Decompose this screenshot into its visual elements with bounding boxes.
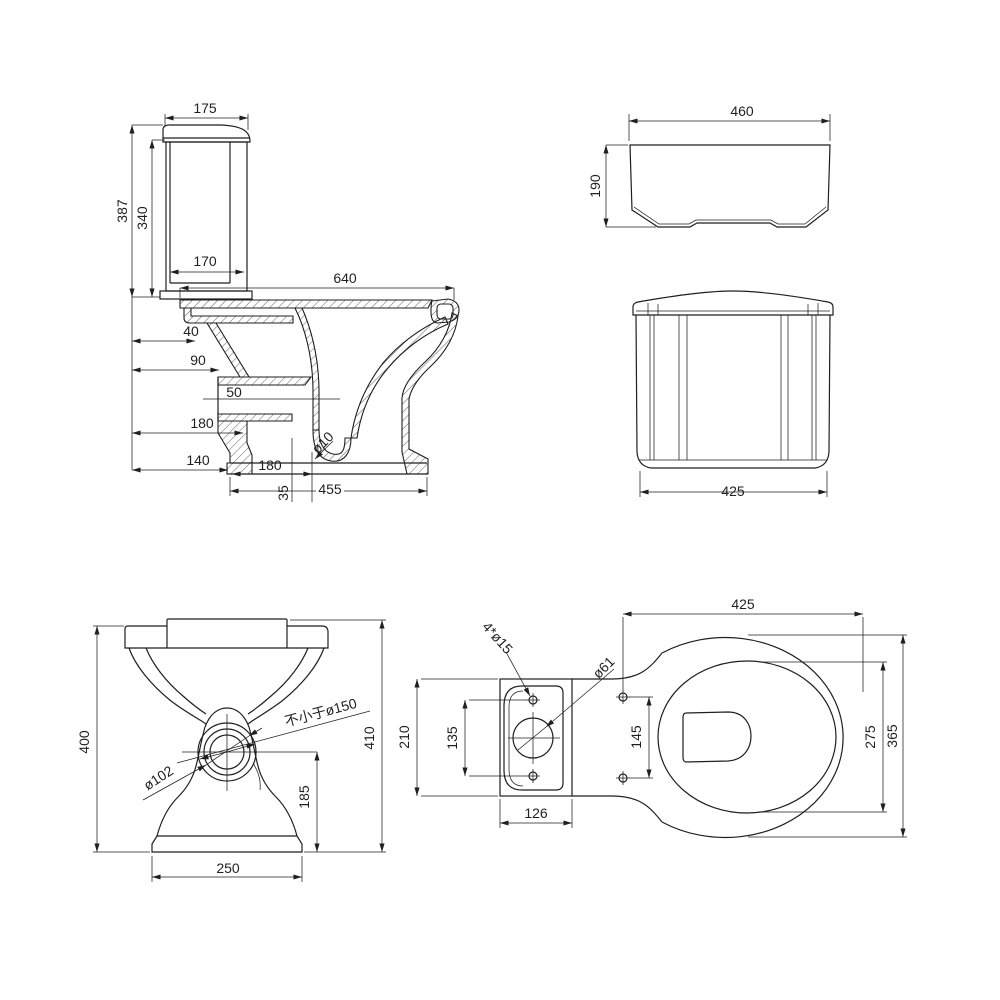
rear-pedestal-right [248,726,298,837]
dim-bolt-spacing-rear: 135 [444,726,460,750]
dim-flush-hole: ø61 [589,653,618,682]
dim-bowl-length: 425 [731,596,755,612]
dim-text-mask [316,484,344,496]
cistern-front-seams [649,315,817,460]
rear-top-slab [124,625,329,649]
dim-outlet-height: 185 [296,785,312,809]
bowl-rear-wall [294,307,320,431]
view-lid-top: 460 190 [587,103,831,228]
rear-pedestal-left [156,726,206,837]
view-rear: 400 410 185 250 ø102 不小于ø150 [76,618,386,882]
dim-rear-depth: 180 [190,415,214,431]
rear-outlet-dome [204,707,250,728]
dim-height-overall: 387 [114,199,130,223]
dim-bolt-holes: 4*ø15 [479,618,516,657]
dim-rear-base-width: 250 [216,860,240,876]
dim-cistern-width: 425 [721,483,745,499]
dim-outlet-setout: 180 [258,457,282,473]
rear-leader-lines [142,710,371,801]
dim-35: 35 [275,485,291,501]
lid-top-outline [629,144,831,228]
bowl-inner-rim [657,660,837,814]
dim-tank-depth: 170 [193,253,217,269]
top-dimension-lines [414,611,907,838]
rear-dimension-lines [93,619,386,882]
dim-bowl-width: 365 [884,724,900,748]
top-platform [499,678,573,797]
top-leader-lines [505,651,615,751]
flush-channel-section [183,307,294,324]
view-side-section: 175 387 340 170 640 40 90 50 180 140 180… [114,100,460,502]
dim-platform-depth: 210 [396,725,412,749]
cistern-front-lid [632,290,834,316]
dim-140: 140 [186,452,210,468]
bowl-wing-bottom [572,795,663,823]
cistern-base-plate [159,290,253,300]
dim-platform-width: 126 [524,805,548,821]
top-platform-recess-inner [508,690,524,787]
top-platform-recess [503,685,564,791]
dim-inlet-offset: 50 [226,384,242,400]
dim-overall-length: 640 [333,270,357,286]
rear-pedestal-detail-arc [252,762,261,791]
dim-outlet-dia: ø102 [141,762,177,793]
rear-foot-section [217,420,253,475]
dim-rear-height-right: 410 [361,726,377,750]
dim-lid-plan-depth: 190 [587,174,603,198]
dim-lid-plan-width: 460 [730,103,754,119]
seat-bolt-holes [616,690,630,785]
inlet-spud-bottom [217,413,293,422]
bowl-wing-top [572,652,663,680]
dim-lid-width: 175 [193,100,217,116]
rim-section [179,299,433,309]
rear-bolt-holes [526,693,540,783]
lid-dimension-lines [603,114,831,228]
trap-riser-wall [350,316,449,439]
dim-90: 90 [190,352,206,368]
dim-base-length: 455 [318,481,342,497]
dim-tank-height: 340 [134,206,150,230]
side-dimension-lines [129,114,455,502]
dim-rear-height-left: 400 [76,730,92,754]
view-top: 425 210 135 126 145 275 365 4*ø15 ø61 [396,596,907,839]
view-cistern-front: 425 [632,290,834,499]
lid-top-inner-edge [633,206,827,225]
cistern-lid-profile [162,124,251,143]
cistern-front-dimension-lines [639,471,828,497]
cistern-front-body [635,314,831,469]
dim-bolt-spacing-seat: 145 [628,725,644,749]
rear-base-plinth [151,835,303,853]
rear-wall-section [206,322,250,378]
rear-bowl-curves [128,647,325,725]
bowl-outer-rim [661,636,844,839]
cistern-front-lid-ticks [647,303,819,315]
water-spot [682,711,752,763]
dim-seat-inner: 275 [862,725,878,749]
dim-40: 40 [183,323,199,339]
rear-hinge-bar [166,618,288,648]
